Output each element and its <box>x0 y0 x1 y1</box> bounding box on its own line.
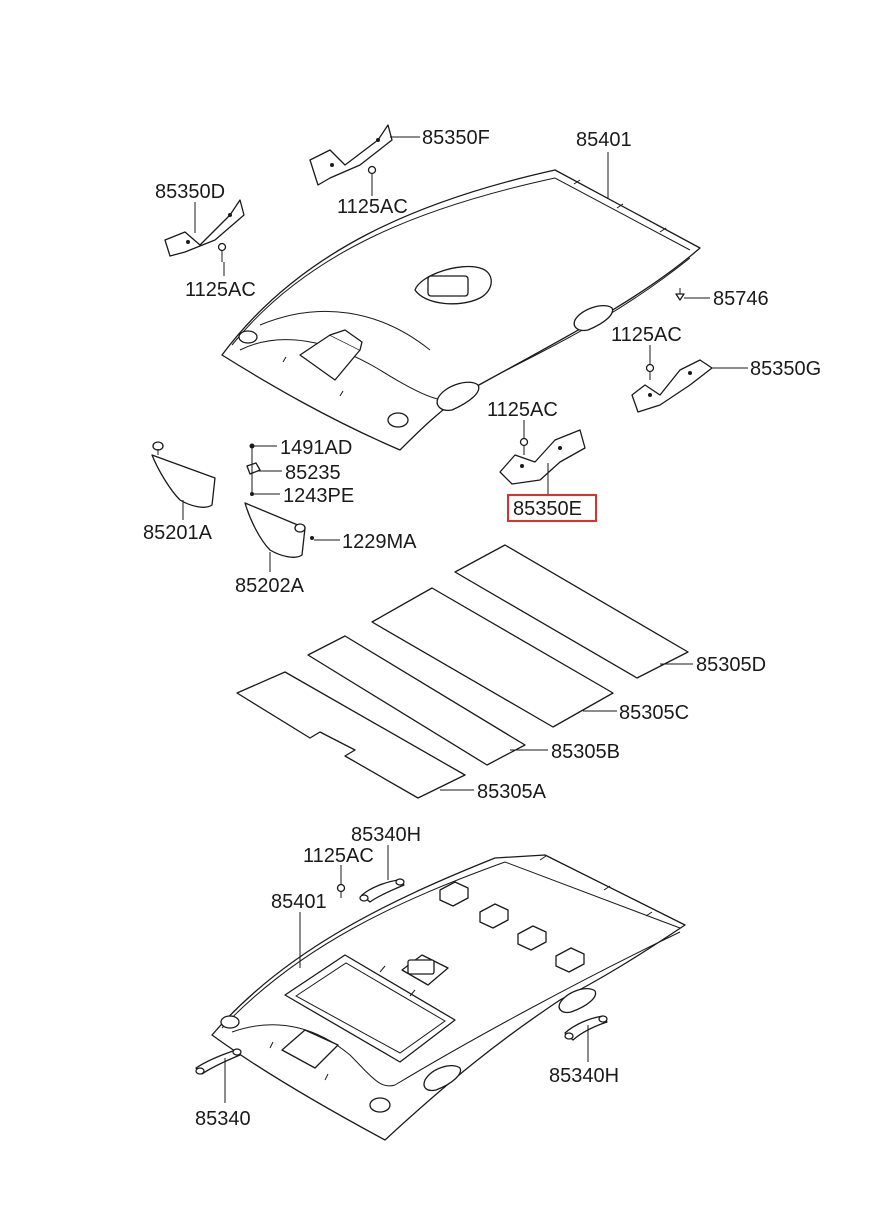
pad-85305A <box>236 671 466 799</box>
label-1243PE: 1243PE <box>283 485 354 507</box>
label-85746: 85746 <box>713 288 769 310</box>
clip-85746 <box>675 288 685 301</box>
label-1125AC-a: 1125AC <box>337 196 408 218</box>
label-1229MA: 1229MA <box>342 531 417 553</box>
grab-handle-85340H-top <box>359 878 405 903</box>
label-85202A: 85202A <box>235 575 305 597</box>
bracket-85350E <box>499 429 586 485</box>
bracket-85350G <box>631 359 713 413</box>
label-85305C: 85305C <box>619 702 689 724</box>
label-1125AC-c: 1125AC <box>611 324 682 346</box>
label-85340H-top: 85340H <box>351 824 421 846</box>
label-85201A: 85201A <box>143 522 213 544</box>
grab-handle-85340H-bottom <box>564 1015 608 1041</box>
sun-visor-85201A <box>151 441 216 508</box>
screw-1125AC-a <box>367 165 377 185</box>
pad-85305D <box>454 544 689 679</box>
label-85350D: 85350D <box>155 181 225 203</box>
label-85340H-bottom: 85340H <box>549 1065 619 1087</box>
label-85401-bottom: 85401 <box>271 891 327 913</box>
part-labels: 85350F 85401 85350D 1125AC 1125AC 85746 … <box>143 127 821 1130</box>
label-85401-top: 85401 <box>576 129 632 151</box>
label-85340: 85340 <box>195 1108 251 1130</box>
screw-1125AC-d <box>519 437 529 455</box>
screw-1125AC-b <box>217 242 227 262</box>
screw-1125AC-e <box>336 883 346 898</box>
grab-handle-85340 <box>195 1048 242 1075</box>
headlining-lower <box>211 854 686 1141</box>
label-85350G: 85350G <box>750 358 821 380</box>
bracket-85350D <box>164 199 245 257</box>
label-1491AD: 1491AD <box>280 437 352 459</box>
label-1125AC-e: 1125AC <box>303 845 374 867</box>
screw-1125AC-c <box>645 363 655 380</box>
label-85305B: 85305B <box>551 741 620 763</box>
label-85350F: 85350F <box>422 127 490 149</box>
highlight-box-85350E <box>507 494 597 522</box>
label-85235: 85235 <box>285 462 341 484</box>
label-1125AC-b: 1125AC <box>185 279 256 301</box>
label-85305A: 85305A <box>477 781 547 803</box>
label-85305D: 85305D <box>696 654 766 676</box>
label-1125AC-d: 1125AC <box>487 399 558 421</box>
headlining-upper <box>221 169 701 451</box>
pad-85305C <box>371 587 614 728</box>
sun-visor-85202A <box>244 502 306 558</box>
bracket-85350F <box>309 124 393 186</box>
label-85350E: 85350E <box>513 498 582 520</box>
pad-85305B <box>307 635 526 766</box>
leader-lines <box>182 136 748 1103</box>
